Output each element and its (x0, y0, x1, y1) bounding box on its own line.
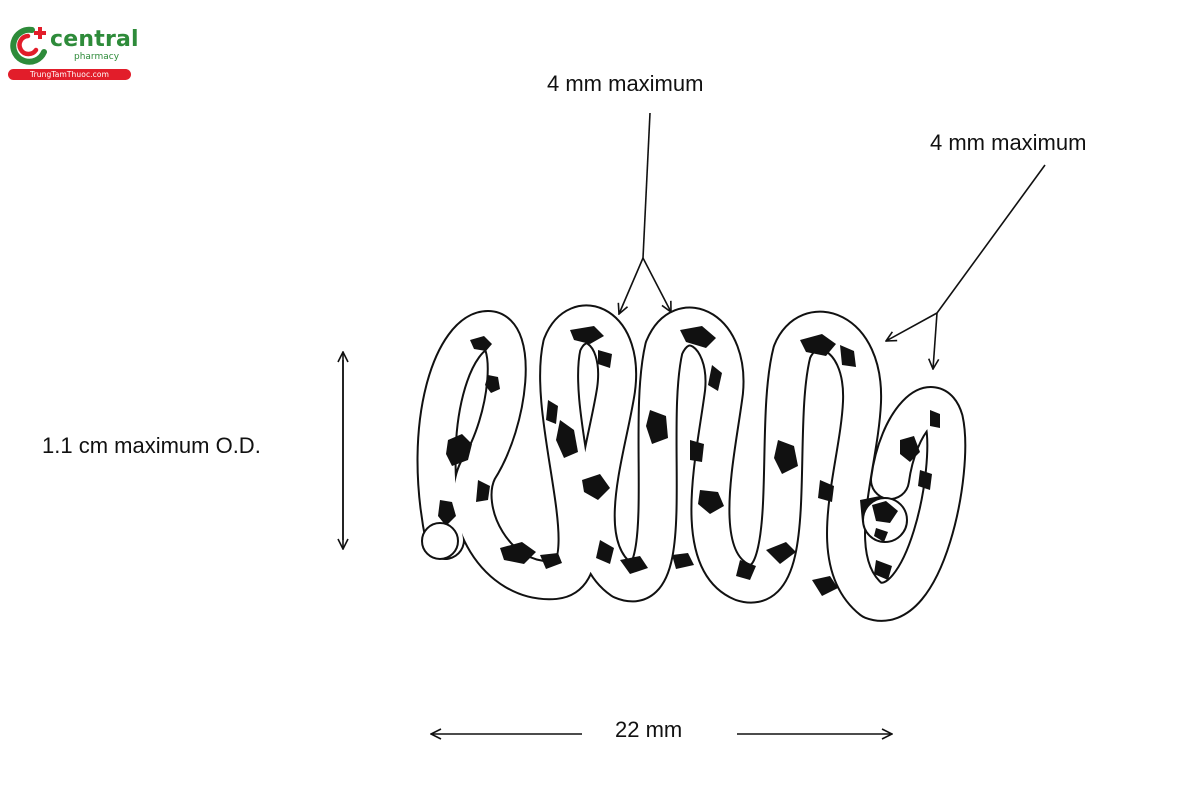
logo-wordmark: central (50, 27, 139, 52)
right-gap-pointer (886, 164, 1046, 369)
coil-body (416, 304, 967, 622)
coil-end-right (862, 497, 908, 543)
logo-banner: TrungTamThuoc.com (8, 69, 131, 80)
length-label: 22 mm (615, 717, 683, 742)
logo-subtitle: pharmacy (74, 52, 120, 62)
pharmacy-cross-icon (10, 26, 47, 65)
coil-gap-label-top: 4 mm maximum (547, 71, 704, 96)
outer-diameter-label: 1.1 cm maximum O.D. (42, 433, 261, 458)
top-gap-pointer (619, 112, 671, 314)
coil-end-left (421, 522, 459, 560)
coil-gap-label-right: 4 mm maximum (930, 130, 1087, 155)
central-pharmacy-logo: central pharmacy TrungTamThuoc.com (6, 22, 139, 84)
